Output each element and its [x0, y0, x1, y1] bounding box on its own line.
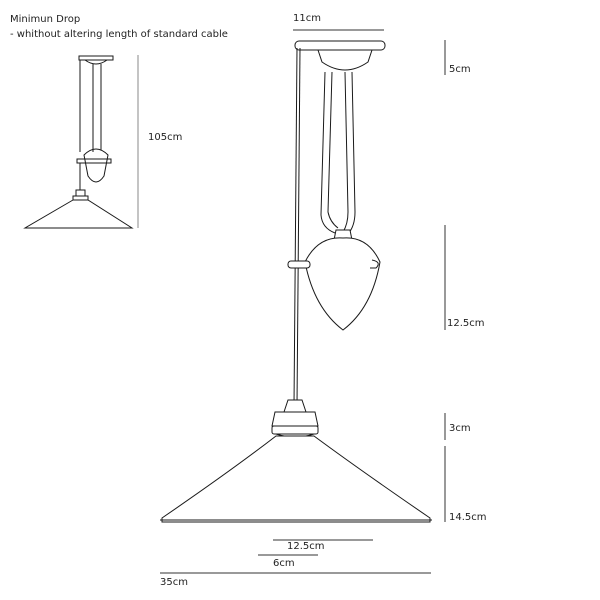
label-shade-height: 14.5cm [449, 512, 487, 523]
label-holder-inner: 6cm [273, 558, 295, 569]
thumbnail-rose-cup [84, 59, 108, 65]
ceiling-rose-cup [317, 49, 373, 71]
thumbnail-counterweight [83, 148, 109, 183]
counterweight [304, 237, 381, 331]
main-lamp [160, 40, 432, 523]
diagram-title: Minimun Drop [10, 14, 81, 25]
ceiling-rose-plate [294, 40, 386, 51]
label-minimum-drop: 105cm [148, 132, 183, 143]
pulley-cord-right [342, 71, 349, 233]
thumbnail-shade [23, 199, 134, 229]
label-holder-width: 12.5cm [287, 541, 325, 552]
counterweight-collar-left [287, 260, 311, 269]
label-ceiling-rose-width: 11cm [293, 13, 321, 24]
lampholder-top [283, 399, 307, 413]
label-shade-width: 35cm [160, 577, 188, 588]
pulley-cord-left [320, 71, 336, 234]
thumbnail-ceiling-rose [78, 55, 114, 61]
thumbnail-lampholder [75, 189, 86, 197]
lamp-shade [161, 435, 431, 523]
thumbnail-lamp [23, 55, 134, 229]
label-pulley-section: 12.5cm [447, 318, 485, 329]
label-lampholder-height: 3cm [449, 423, 471, 434]
main-cable [293, 47, 298, 406]
label-ceiling-rose-height: 5cm [449, 64, 471, 75]
lampholder-ring [271, 425, 319, 435]
lampholder-body [271, 411, 319, 427]
diagram-subtitle: - whithout altering length of standard c… [10, 29, 228, 40]
